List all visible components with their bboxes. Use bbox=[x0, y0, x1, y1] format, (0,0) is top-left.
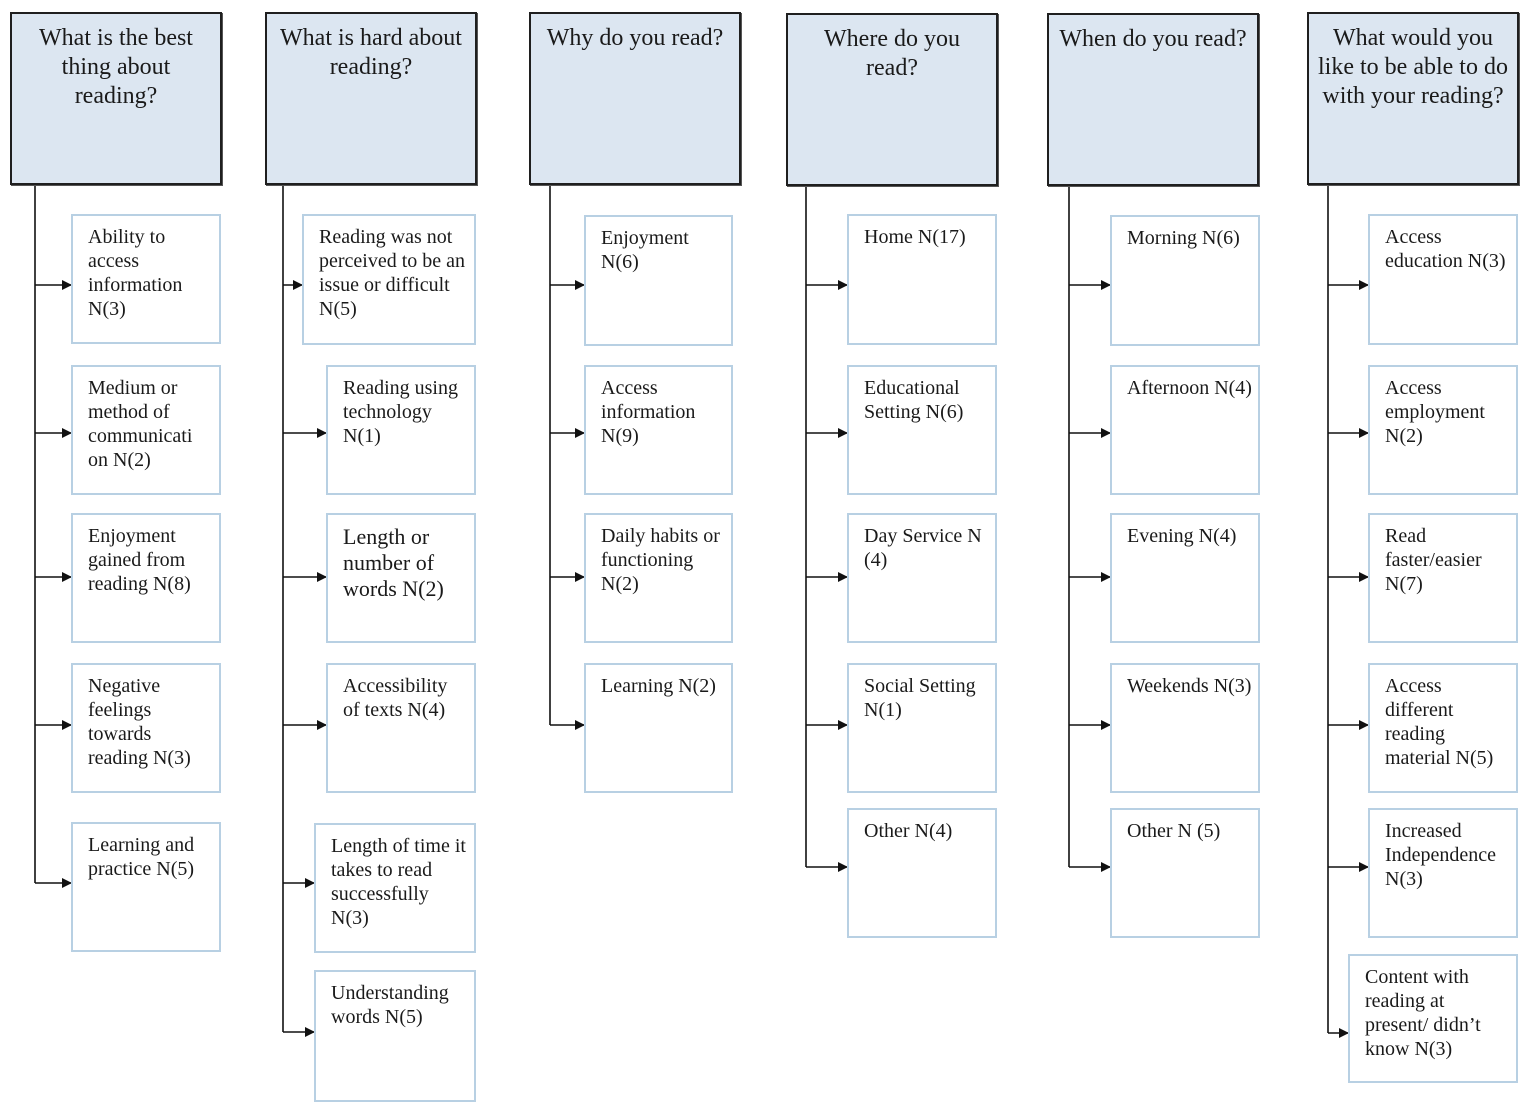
answer-box: Access education N(3) bbox=[1368, 214, 1518, 345]
question-header-2: What is hard about reading? bbox=[265, 12, 477, 185]
answer-box: Enjoyment gained from reading N(8) bbox=[71, 513, 221, 643]
question-header-6: What would you like to be able to do wit… bbox=[1307, 12, 1519, 185]
question-header-3: Why do you read? bbox=[529, 12, 741, 185]
answer-box: Length of time it takes to read successf… bbox=[314, 823, 476, 953]
answer-box: Afternoon N(4) bbox=[1110, 365, 1260, 495]
answer-box: Access different reading material N(5) bbox=[1368, 663, 1518, 793]
answer-box: Understanding words N(5) bbox=[314, 970, 476, 1102]
answer-box: Accessibility of texts N(4) bbox=[326, 663, 476, 793]
answer-box: Daily habits or functioning N(2) bbox=[584, 513, 733, 643]
answer-box: Other N (5) bbox=[1110, 808, 1260, 938]
answer-box: Increased Independence N(3) bbox=[1368, 808, 1518, 938]
question-header-5: When do you read? bbox=[1047, 13, 1259, 186]
answer-box: Access information N(9) bbox=[584, 365, 733, 495]
question-header-4: Where do you read? bbox=[786, 13, 998, 186]
answer-box: Reading using technology N(1) bbox=[326, 365, 476, 495]
answer-box: Length or number of words N(2) bbox=[326, 513, 476, 643]
answer-box: Access employment N(2) bbox=[1368, 365, 1518, 495]
answer-box: Learning N(2) bbox=[584, 663, 733, 793]
answer-box: Weekends N(3) bbox=[1110, 663, 1260, 793]
answer-box: Ability to access information N(3) bbox=[71, 214, 221, 344]
answer-box: Home N(17) bbox=[847, 214, 997, 345]
answer-box: Other N(4) bbox=[847, 808, 997, 938]
answer-box: Morning N(6) bbox=[1110, 215, 1260, 346]
question-header-1: What is the best thing about reading? bbox=[10, 12, 222, 185]
answer-box: Day Service N (4) bbox=[847, 513, 997, 643]
answer-box: Evening N(4) bbox=[1110, 513, 1260, 643]
answer-box: Medium or method of communicati on N(2) bbox=[71, 365, 221, 495]
answer-box: Read faster/easier N(7) bbox=[1368, 513, 1518, 643]
answer-box: Learning and practice N(5) bbox=[71, 822, 221, 952]
answer-box: Enjoyment N(6) bbox=[584, 215, 733, 346]
answer-box: Reading was not perceived to be an issue… bbox=[302, 214, 476, 345]
answer-box: Educational Setting N(6) bbox=[847, 365, 997, 495]
answer-box: Content with reading at present/ didn’t … bbox=[1348, 954, 1518, 1083]
answer-box: Social Setting N(1) bbox=[847, 663, 997, 793]
answer-box: Negative feelings towards reading N(3) bbox=[71, 663, 221, 793]
